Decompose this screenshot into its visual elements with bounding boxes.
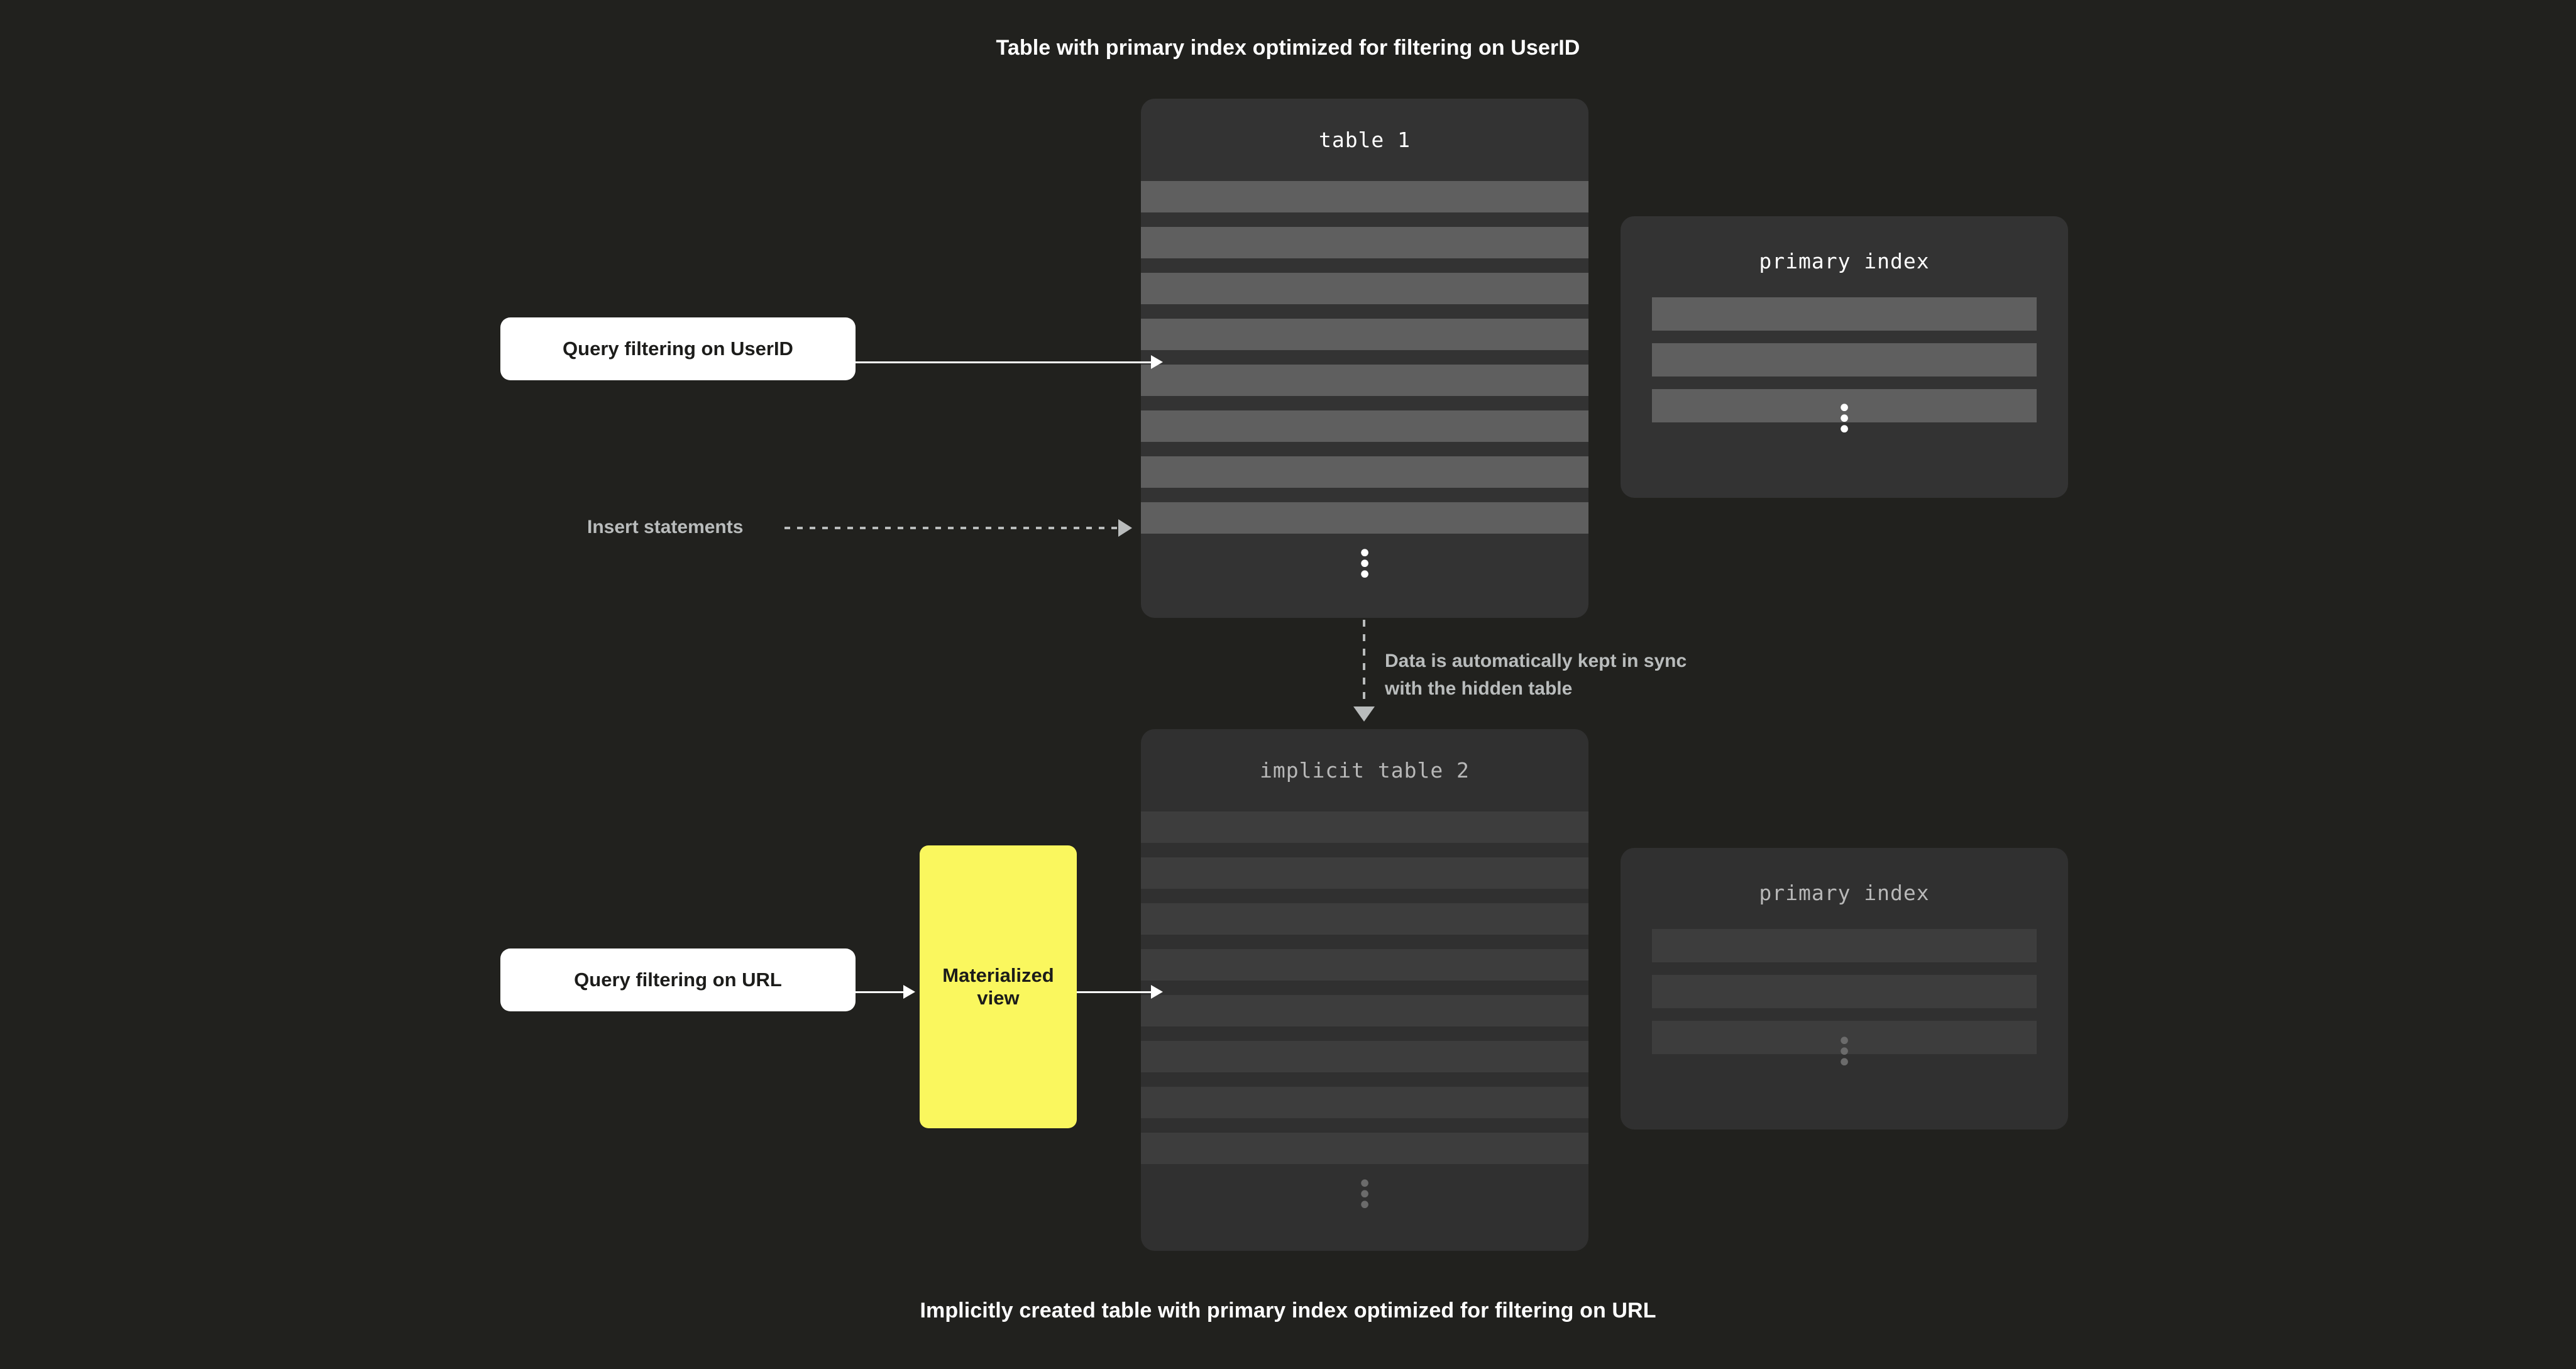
table-1-rows [1141,181,1588,548]
materialized-view-box[interactable]: Materialized view [920,845,1077,1128]
primary-index-panel-top: primary index ••• [1621,216,2068,498]
implicit-table-2-title: implicit table 2 [1260,758,1470,783]
table-row [1141,181,1588,212]
vertical-ellipsis-icon: ••• [1357,539,1372,590]
table-row [1141,995,1588,1026]
index-row [1652,297,2037,331]
primary-index-panel-bottom: primary index ••• [1621,848,2068,1130]
table-1-title: table 1 [1318,128,1411,152]
materialized-view-label-line-2: view [977,987,1020,1009]
arrowhead-right-icon [1151,985,1163,999]
table-1-panel: table 1 ••• [1141,99,1588,618]
dashed-arrow-line-vertical [1363,620,1365,709]
sync-annotation-line-2: with the hidden table [1385,678,1573,699]
materialized-view-label-line-1: Materialized [942,964,1054,986]
table-row [1141,1133,1588,1164]
table-row [1141,273,1588,304]
index-row [1652,1021,2037,1054]
sync-annotation-line-1: Data is automatically kept in sync [1385,651,1687,671]
table-row [1141,1087,1588,1118]
table-row [1141,410,1588,442]
vertical-ellipsis-icon: ••• [1357,1170,1372,1220]
arrowhead-right-icon [1118,519,1132,537]
query-filtering-url-box[interactable]: Query filtering on URL [500,948,856,1011]
table-row [1141,857,1588,889]
index-row [1652,975,2037,1008]
table-row [1141,1041,1588,1072]
arrow-line [856,361,1156,363]
arrowhead-right-icon [903,985,915,999]
top-caption: Table with primary index optimized for f… [996,36,1580,60]
arrow-line [856,991,907,993]
vertical-ellipsis-icon: ••• [1837,1027,1852,1077]
arrowhead-right-icon [1151,355,1163,369]
table-row [1141,227,1588,258]
index-row [1652,343,2037,377]
primary-index-rows [1621,929,2068,1067]
primary-index-rows [1621,297,2068,435]
arrow-line [1077,991,1156,993]
table-row [1141,502,1588,534]
query-filtering-userid-box[interactable]: Query filtering on UserID [500,317,856,380]
bottom-caption: Implicitly created table with primary in… [920,1299,1656,1322]
dashed-arrow-line [784,527,1122,529]
table-row [1141,319,1588,350]
sync-annotation: Data is automatically kept in sync with … [1385,647,1762,702]
primary-index-title: primary index [1759,249,1930,273]
table-row [1141,949,1588,981]
primary-index-title: primary index [1759,881,1930,905]
arrowhead-down-icon [1353,706,1375,722]
table-row [1141,365,1588,396]
table-row [1141,903,1588,935]
implicit-table-2-rows [1141,811,1588,1179]
vertical-ellipsis-icon: ••• [1837,394,1852,444]
table-row [1141,811,1588,843]
table-row [1141,456,1588,488]
index-row [1652,929,2037,962]
index-row [1652,389,2037,422]
implicit-table-2-panel: implicit table 2 ••• [1141,729,1588,1251]
insert-statements-label: Insert statements [587,517,744,537]
